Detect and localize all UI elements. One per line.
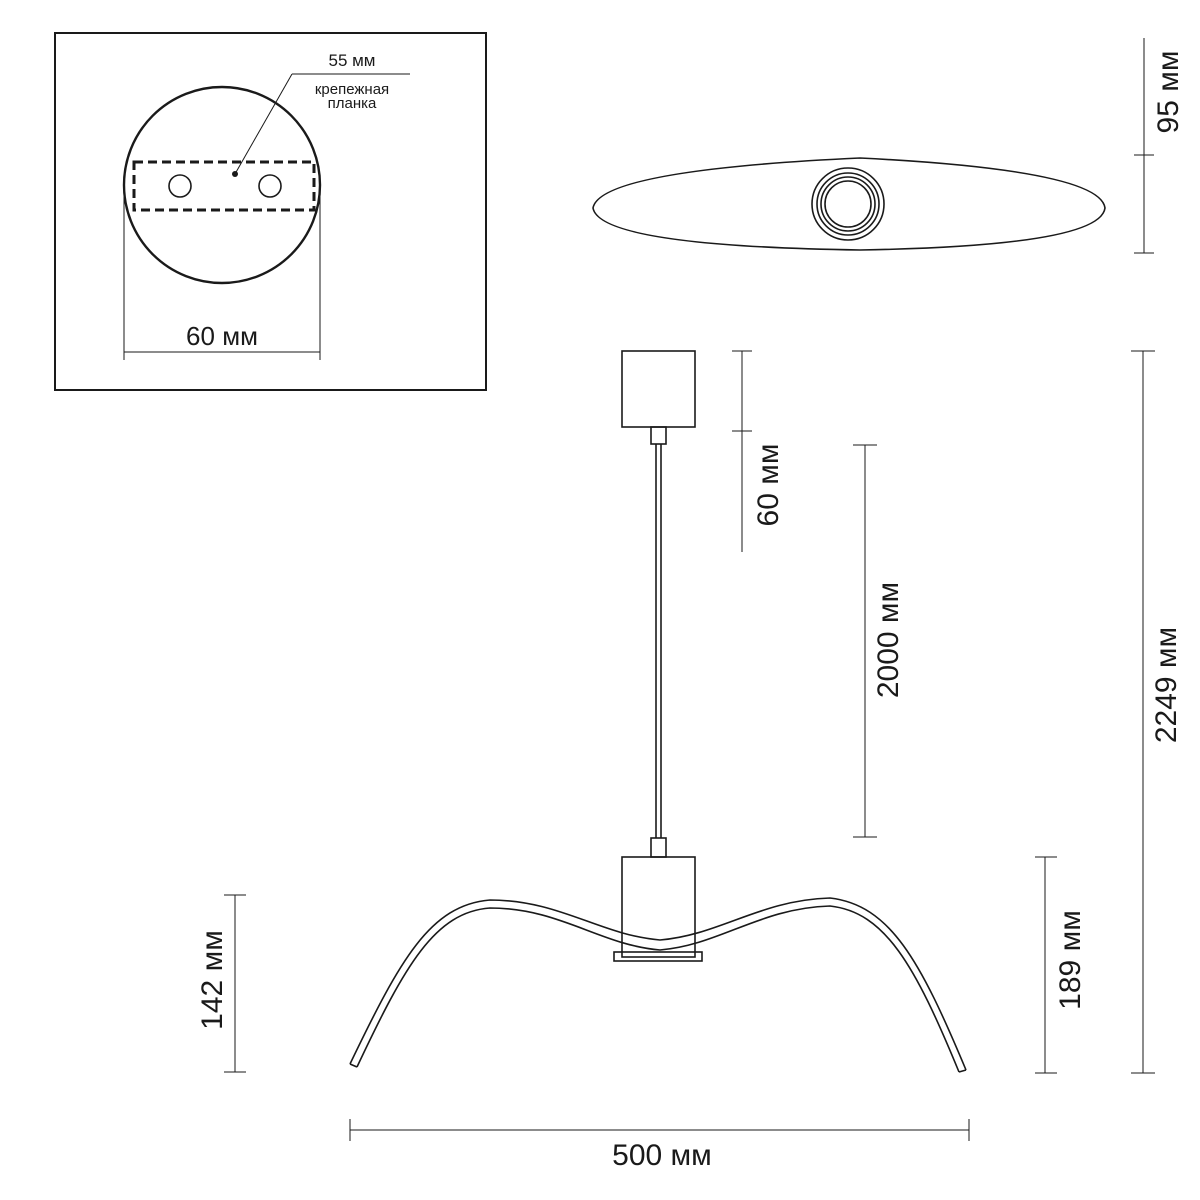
inset-frame [54, 32, 487, 391]
front-view: 60 мм 2000 мм 2249 мм 189 мм 142 мм 500 … [196, 350, 1183, 1172]
arm-drop-label: 142 мм [196, 930, 229, 1030]
diameter-label: 60 мм [186, 321, 258, 351]
mounting-inset: 55 мм крепежная планка 60 мм [54, 32, 487, 391]
cable-length-label: 2000 мм [872, 582, 905, 698]
top-view: 95 мм [592, 38, 1185, 254]
socket-ring-outer [811, 167, 885, 241]
lamp-base [613, 951, 703, 962]
lamp-connector [650, 837, 667, 858]
shade-top-outline [592, 157, 1106, 251]
canopy-connector [650, 426, 667, 445]
canopy-circle [122, 85, 322, 285]
total-height-label: 2249 мм [1150, 627, 1183, 743]
mounting-hole-left [168, 174, 192, 198]
plate-leader-line [234, 73, 293, 175]
wing-shade-outer [349, 897, 967, 1071]
socket-ring-inner [820, 176, 876, 232]
socket-ring-mid [816, 172, 880, 236]
plate-size-label: 55 мм [328, 51, 375, 70]
wing-tip-left [349, 1063, 358, 1068]
plate-label-line2: планка [328, 95, 377, 112]
wing-shade-inner [356, 905, 960, 1073]
mounting-hole-right [258, 174, 282, 198]
canopy-height-label: 60 мм [752, 444, 785, 527]
mounting-plate [132, 160, 316, 212]
wing-tip-right [958, 1069, 967, 1073]
width-label: 500 мм [612, 1139, 712, 1172]
shade-height-label: 189 мм [1054, 910, 1087, 1010]
top-height-label: 95 мм [1152, 51, 1185, 134]
plate-label-line1: крепежная [315, 81, 389, 98]
socket-core [824, 180, 872, 228]
lamp-body [621, 856, 696, 958]
ceiling-canopy [621, 350, 696, 428]
